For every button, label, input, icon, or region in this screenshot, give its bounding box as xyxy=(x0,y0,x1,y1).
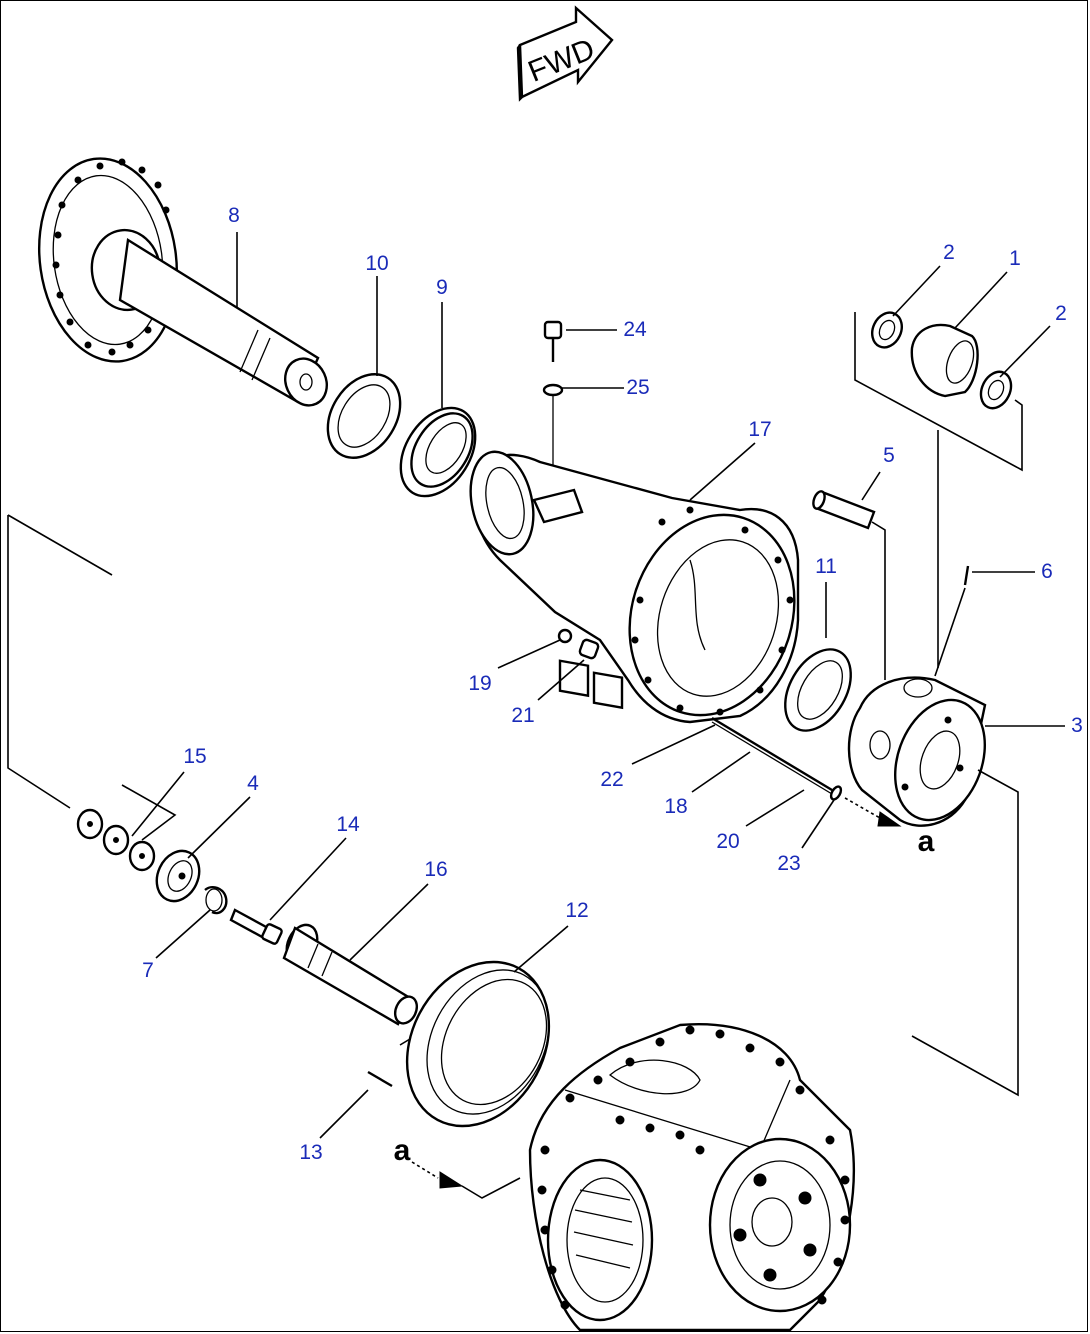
callout-7: 7 xyxy=(142,959,154,982)
thrust-washer-part xyxy=(155,849,201,903)
callout-19: 19 xyxy=(468,672,492,695)
bolt-part xyxy=(229,908,283,945)
fwd-badge-text: FWD xyxy=(524,33,600,89)
seal-ring-part xyxy=(326,373,402,459)
lock-washer-part xyxy=(204,886,228,915)
leader-lines xyxy=(131,232,1065,1139)
differential-carrier-part xyxy=(528,1023,855,1332)
callout-2-right: 2 xyxy=(1055,302,1067,325)
callout-22: 22 xyxy=(600,768,624,791)
rod-assembly-parts xyxy=(711,716,902,827)
callout-20: 20 xyxy=(716,830,740,853)
callout-11: 11 xyxy=(815,555,837,578)
differential-case-part xyxy=(847,676,987,827)
reference-mark-a-upper: a xyxy=(917,825,935,858)
pin-part xyxy=(812,490,886,680)
callout-2-left: 2 xyxy=(943,241,955,264)
reference-mark-a-lower: a xyxy=(393,1134,411,1167)
callout-3: 3 xyxy=(1071,714,1083,737)
callout-21: 21 xyxy=(511,704,535,727)
callout-1: 1 xyxy=(1009,247,1021,270)
callout-6: 6 xyxy=(1041,560,1053,583)
callout-5: 5 xyxy=(883,444,895,467)
side-gear-parts xyxy=(854,311,1023,668)
callout-18: 18 xyxy=(664,795,688,818)
bearing-part xyxy=(399,406,477,498)
callout-9: 9 xyxy=(436,276,448,299)
axle-shaft-part xyxy=(37,157,328,407)
dowel-pin-part xyxy=(367,1070,393,1088)
callout-17: 17 xyxy=(748,418,772,441)
reference-arrow-lower xyxy=(411,1161,521,1199)
forward-direction-badge: FWD xyxy=(516,5,614,102)
washer-parts xyxy=(76,808,156,872)
callout-15: 15 xyxy=(183,745,207,768)
differential-bearing-part xyxy=(784,648,852,732)
axle-housing-part xyxy=(469,450,800,724)
callout-24: 24 xyxy=(623,318,647,341)
callout-8: 8 xyxy=(228,204,240,227)
small-pin-part xyxy=(934,565,970,677)
callout-23: 23 xyxy=(777,852,801,875)
callout-25: 25 xyxy=(626,376,650,399)
callout-10: 10 xyxy=(365,252,389,275)
pinion-shaft-part xyxy=(282,923,419,1026)
plug-parts xyxy=(557,628,600,660)
callout-14: 14 xyxy=(336,813,360,836)
callout-4: 4 xyxy=(247,772,259,795)
callout-16: 16 xyxy=(424,858,448,881)
callout-12: 12 xyxy=(565,899,589,922)
callout-13: 13 xyxy=(299,1141,323,1164)
